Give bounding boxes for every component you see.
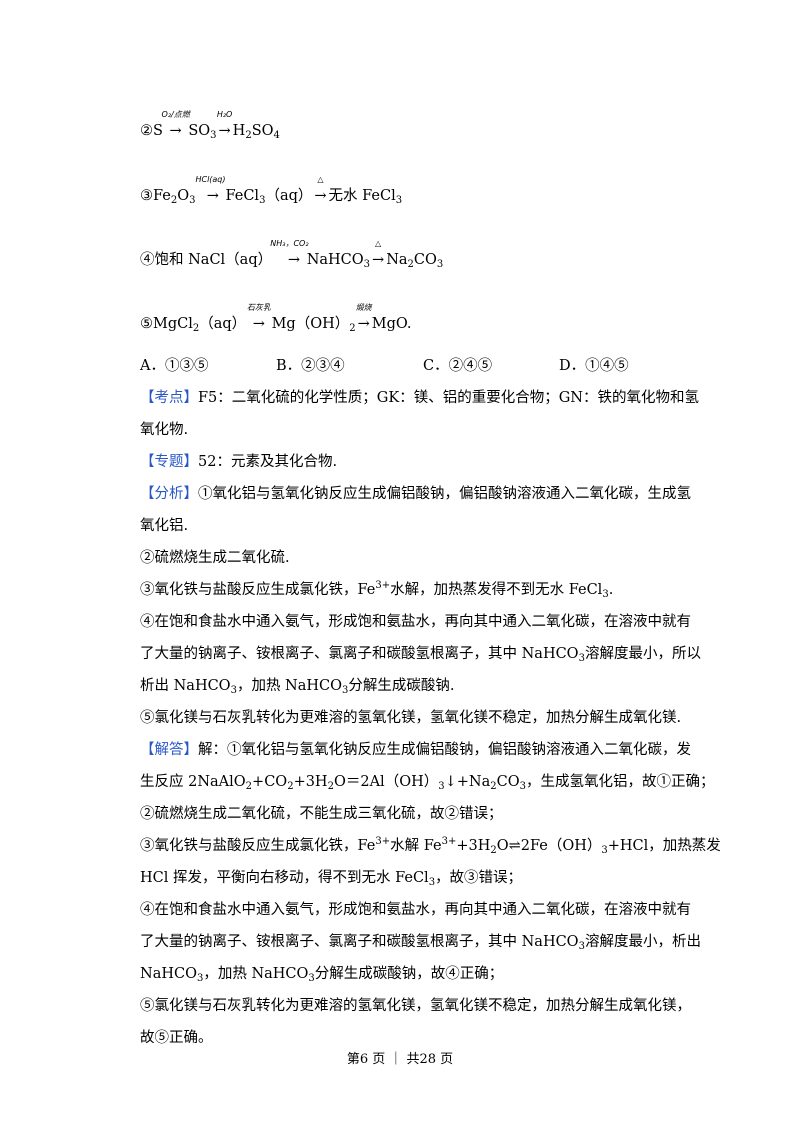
- reaction-arrow: 煅烧→: [355, 303, 372, 332]
- fenxi-line-7: 析出 NaHCO3，加热 NaHCO3分解生成碳酸钠.: [140, 678, 455, 696]
- choice-c: C．②④⑤: [423, 358, 493, 374]
- reaction-arrow: O₂/点燃→: [161, 110, 190, 139]
- jieda-line-2: 生反应 2NaAlO2+CO2+3H2O＝2Al（OH）3↓+Na2CO3，生成…: [140, 774, 715, 792]
- choice-b: B．②③④: [276, 358, 345, 374]
- fenxi-line-3: ②硫燃烧生成二氧化硫.: [140, 550, 290, 566]
- jieda-line-5: HCl 挥发，平衡向右移动，得不到无水 FeCl3，故③错误；: [140, 870, 523, 888]
- reaction-arrow: HCl(aq) →: [195, 175, 226, 204]
- jieda-line-1: 【解答】解：①氧化铝与氢氧化钠反应生成偏铝酸钠，偏铝酸钠溶液通入二氧化碳，发: [140, 742, 691, 758]
- reaction-condition: O₂/点燃: [161, 110, 190, 119]
- reaction-arrow: H₂O→: [216, 110, 233, 139]
- kaodian-line-1: 【考点】F5：二氧化硫的化学性质；GK：镁、铝的重要化合物；GN：铁的氧化物和氢: [140, 390, 699, 406]
- jieda-line-7: 了大量的钠离子、铵根离子、氯离子和碳酸氢根离子，其中 NaHCO3溶解度最小，析…: [140, 934, 701, 952]
- fenxi-line-1: 【分析】①氧化铝与氢氧化钠反应生成偏铝酸钠，偏铝酸钠溶液通入二氧化碳，生成氢: [140, 486, 691, 502]
- fenxi-line-4: ③氧化铁与盐酸反应生成氯化铁，Fe3+水解，加热蒸发得不到无水 FeCl3.: [140, 580, 614, 600]
- choice-a: A．①③⑤: [140, 358, 209, 374]
- reaction-condition: 石灰乳: [246, 303, 271, 312]
- reaction-arrow: 石灰乳→: [246, 303, 271, 332]
- reaction-number: ③: [140, 188, 153, 204]
- jieda-line-3: ②硫燃烧生成二氧化硫，不能生成三氧化硫，故②错误；: [140, 806, 503, 822]
- fenxi-line-5: ④在饱和食盐水中通入氨气，形成饱和氨盐水，再向其中通入二氧化碳，在溶液中就有: [140, 614, 691, 630]
- answer-choices: A．①③⑤ B．②③④ C．②④⑤ D．①④⑤: [140, 359, 629, 374]
- zhuanti-line: 【专题】52：元素及其化合物.: [140, 454, 338, 470]
- fenxi-tag: 【分析】: [140, 486, 198, 502]
- jieda-line-8: NaHCO3，加热 NaHCO3分解生成碳酸钠，故④正确；: [140, 966, 504, 984]
- reaction-condition: H₂O: [216, 110, 233, 119]
- page-footer: 第6 页 ｜ 共28 页: [346, 1052, 454, 1067]
- jieda-tag: 【解答】: [140, 742, 198, 758]
- reaction-number: ②: [140, 123, 153, 139]
- reaction-number: ④: [140, 252, 155, 268]
- fenxi-line-2: 氧化铝.: [140, 518, 189, 534]
- jieda-line-10: 故⑤正确。: [140, 1030, 213, 1046]
- choice-d: D．①④⑤: [559, 358, 629, 374]
- reaction-condition: △: [375, 239, 382, 248]
- reaction-4: ④饱和 NaCl（aq） NH₃，CO₂ → NaHCO3△→Na2CO3: [140, 239, 444, 270]
- reaction-number: ⑤: [140, 316, 153, 332]
- reaction-condition: △: [317, 175, 324, 184]
- jieda-line-6: ④在饱和食盐水中通入氨气，形成饱和氨盐水，再向其中通入二氧化碳，在溶液中就有: [140, 902, 691, 918]
- reaction-arrow: △→: [314, 175, 327, 204]
- jieda-line-4: ③氧化铁与盐酸反应生成氯化铁，Fe3+水解 Fe3++3H2O⇌2Fe（OH）3…: [140, 836, 721, 856]
- reaction-condition: HCl(aq): [195, 175, 226, 184]
- reaction-3: ③Fe2O3 HCl(aq) → FeCl3（aq）△→无水 FeCl3: [140, 175, 403, 206]
- fenxi-line-6: 了大量的钠离子、铵根离子、氯离子和碳酸氢根离子，其中 NaHCO3溶解度最小，所…: [140, 646, 701, 664]
- reaction-arrow: NH₃，CO₂ →: [270, 239, 309, 268]
- reactant: S: [153, 123, 163, 139]
- kaodian-tag: 【考点】: [140, 390, 198, 406]
- reaction-condition: 煅烧: [355, 303, 372, 312]
- reaction-condition: NH₃，CO₂: [270, 239, 309, 248]
- kaodian-line-2: 氧化物.: [140, 422, 189, 438]
- zhuanti-tag: 【专题】: [140, 454, 198, 470]
- reaction-arrow: △→: [372, 239, 385, 268]
- jieda-line-9: ⑤氯化镁与石灰乳转化为更难溶的氢氧化镁，氢氧化镁不稳定，加热分解生成氧化镁，: [140, 998, 691, 1014]
- fenxi-line-8: ⑤氯化镁与石灰乳转化为更难溶的氢氧化镁，氢氧化镁不稳定，加热分解生成氧化镁.: [140, 710, 682, 726]
